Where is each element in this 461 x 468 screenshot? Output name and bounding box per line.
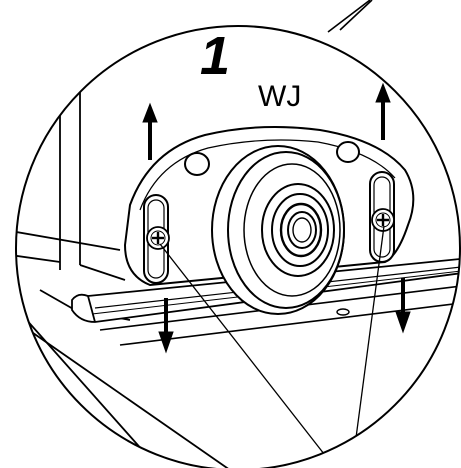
screw-leader-lines <box>159 225 385 468</box>
screw-right <box>371 208 395 232</box>
magnified-detail <box>16 26 460 468</box>
screw-left <box>146 226 170 250</box>
roller-wheel <box>211 145 345 315</box>
model-label: WJ <box>258 80 301 113</box>
up-arrow-right <box>375 82 391 140</box>
down-arrow-left <box>158 298 174 354</box>
up-arrow-left <box>142 102 158 160</box>
callout-leader <box>327 0 373 33</box>
step-number: 1 <box>200 26 230 86</box>
down-arrow-right <box>395 278 411 334</box>
magnifier-circle <box>15 25 461 468</box>
